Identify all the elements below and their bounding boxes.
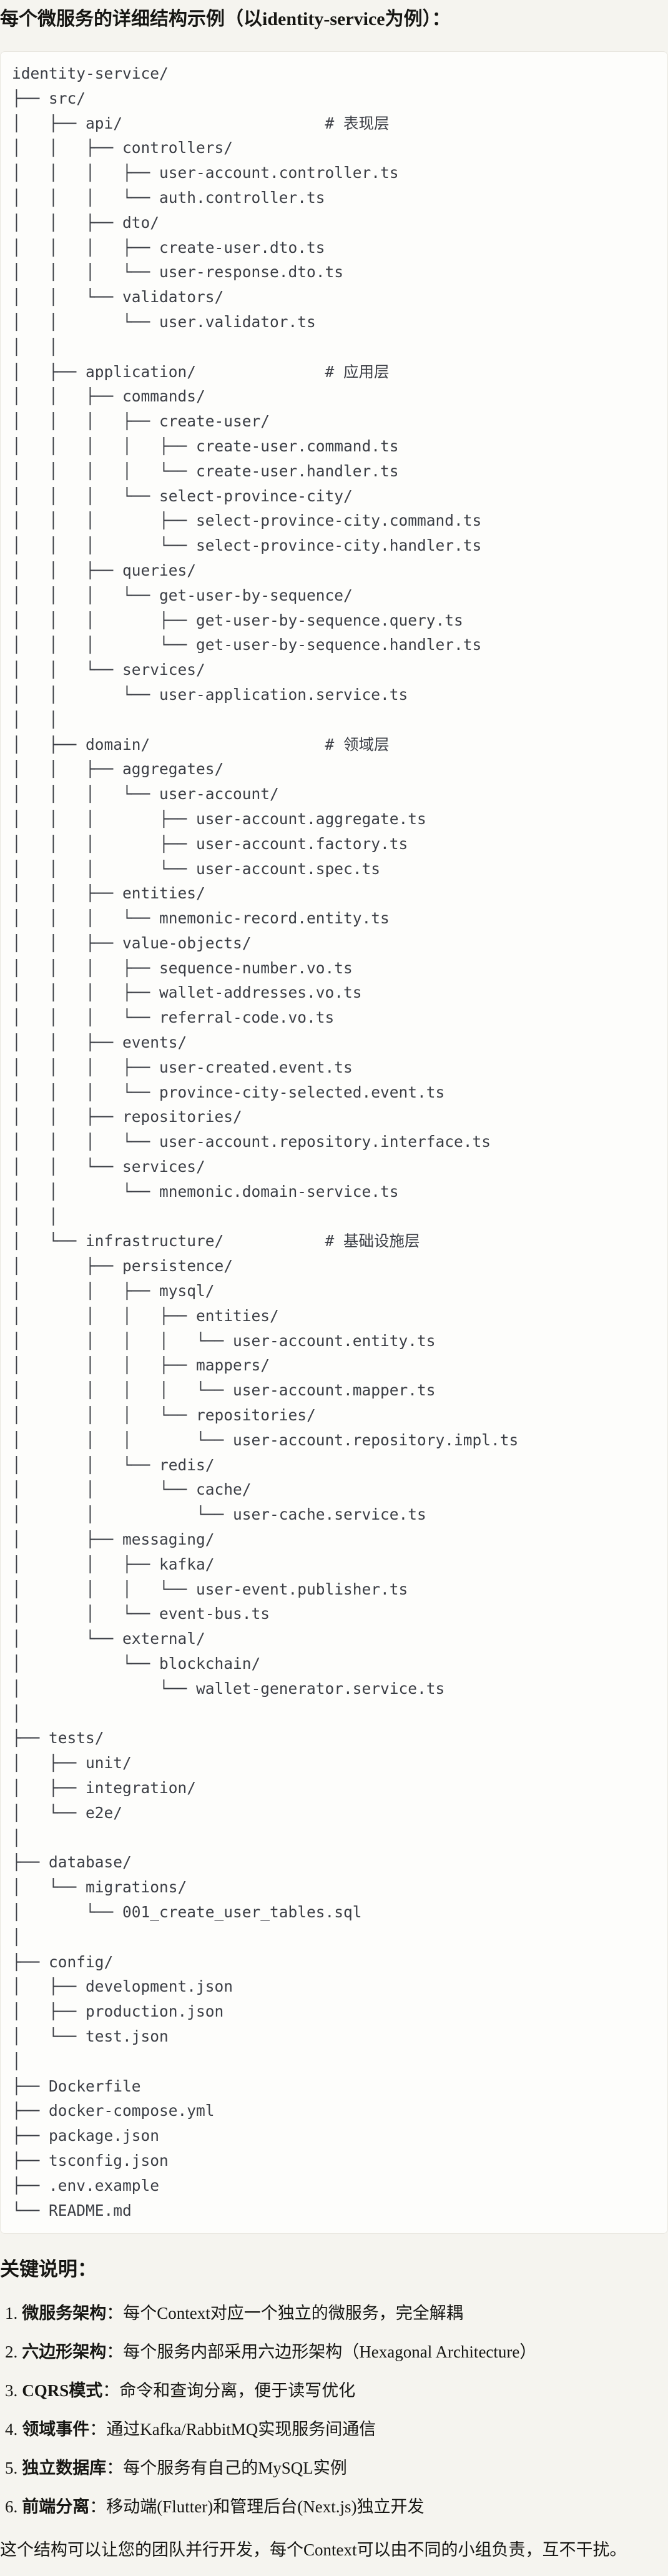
- key-point-term: CQRS模式: [22, 2381, 103, 2401]
- key-point-colon: ：: [89, 2420, 107, 2439]
- key-point-colon: ：: [89, 2497, 107, 2517]
- key-point-number: 6.: [5, 2497, 18, 2517]
- key-point-description: 通过Kafka/RabbitMQ实现服务间通信: [106, 2420, 376, 2439]
- key-point-colon: ：: [106, 2304, 124, 2323]
- key-point-term: 独立数据库: [22, 2459, 107, 2478]
- key-point-item: 3.CQRS模式：命令和查询分离，便于读写优化: [0, 2379, 668, 2402]
- key-point-colon: ：: [106, 2459, 124, 2478]
- closing-paragraph: 这个结构可以让您的团队并行开发，每个Context可以由不同的小组负责，互不干扰…: [0, 2540, 627, 2560]
- key-points-heading: 关键说明：: [0, 2258, 97, 2281]
- key-point-item: 6.前端分离：移动端(Flutter)和管理后台(Next.js)独立开发: [0, 2495, 668, 2519]
- key-point-item: 5.独立数据库：每个服务有自己的MySQL实例: [0, 2456, 668, 2480]
- key-point-item: 1.微服务架构：每个Context对应一个独立的微服务，完全解耦: [0, 2301, 668, 2325]
- key-point-number: 3.: [5, 2381, 18, 2401]
- key-point-number: 2.: [5, 2342, 18, 2362]
- key-point-description: 每个Context对应一个独立的微服务，完全解耦: [123, 2304, 463, 2323]
- key-point-description: 移动端(Flutter)和管理后台(Next.js)独立开发: [106, 2497, 425, 2517]
- key-point-item: 4.领域事件：通过Kafka/RabbitMQ实现服务间通信: [0, 2417, 668, 2441]
- page-title: 每个微服务的详细结构示例（以identity-service为例）：: [0, 9, 451, 29]
- key-points-list: 1.微服务架构：每个Context对应一个独立的微服务，完全解耦 2.六边形架构…: [0, 2301, 668, 2519]
- key-point-colon: ：: [106, 2342, 124, 2362]
- key-point-number: 4.: [5, 2420, 18, 2439]
- key-point-number: 5.: [5, 2459, 18, 2478]
- key-point-term: 前端分离: [22, 2497, 90, 2517]
- key-point-colon: ：: [102, 2381, 120, 2401]
- key-point-description: 每个服务内部采用六边形架构（Hexagonal Architecture）: [123, 2342, 537, 2362]
- key-point-term: 六边形架构: [22, 2342, 107, 2362]
- key-point-description: 每个服务有自己的MySQL实例: [123, 2459, 347, 2478]
- key-point-term: 领域事件: [22, 2420, 90, 2439]
- key-point-item: 2.六边形架构：每个服务内部采用六边形架构（Hexagonal Architec…: [0, 2340, 668, 2364]
- key-point-term: 微服务架构: [22, 2304, 107, 2323]
- key-point-number: 1.: [5, 2304, 18, 2323]
- key-point-description: 命令和查询分离，便于读写优化: [119, 2381, 356, 2401]
- directory-tree: identity-service/ ├── src/ │ ├── api/ # …: [12, 64, 519, 2220]
- code-block: identity-service/ ├── src/ │ ├── api/ # …: [0, 51, 668, 2234]
